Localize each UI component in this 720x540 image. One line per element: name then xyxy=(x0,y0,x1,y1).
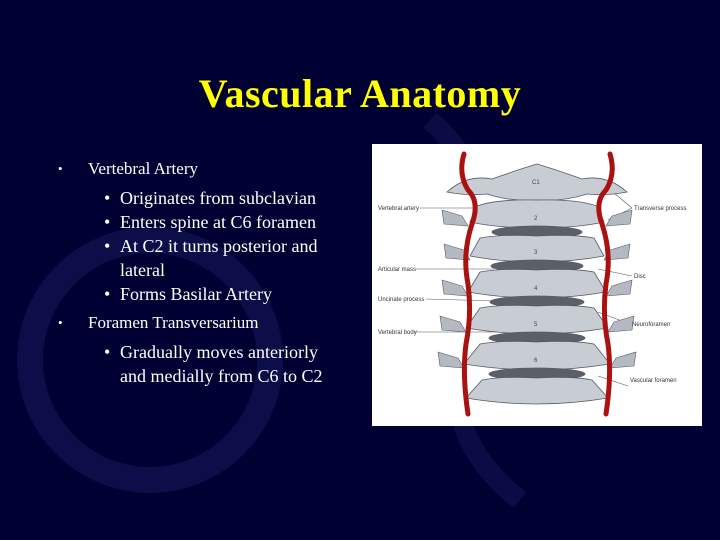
bullet-dot: • xyxy=(104,342,111,362)
bullet-foramen-transversarium: • Foramen Transversarium xyxy=(52,312,352,334)
sub-bullet: • Originates from subclavian xyxy=(52,186,352,210)
vertebra-c1 xyxy=(446,163,628,201)
bullet-text: Foramen Transversarium xyxy=(88,313,259,332)
vertebra-label: C1 xyxy=(532,180,540,186)
label-articular-mass: Articular mass xyxy=(378,267,416,273)
right-vertebral-artery xyxy=(596,151,615,417)
bullet-dot: • xyxy=(104,212,111,232)
bullet-dot: • xyxy=(104,284,111,304)
vertebra-label: 5 xyxy=(534,322,538,328)
spine-illustration: C1 2 3 4 5 6 Vertebral artery Articular … xyxy=(378,151,686,417)
vertebral-arteries xyxy=(459,151,615,417)
sub-bullet: • Enters spine at C6 foramen xyxy=(52,210,352,234)
slide-title: Vascular Anatomy xyxy=(198,71,522,116)
bullet-vertebral-artery: • Vertebral Artery xyxy=(52,158,352,180)
label-vertebral-artery: Vertebral artery xyxy=(378,206,419,212)
transverse-processes xyxy=(437,209,637,369)
cervical-spine-diagram: C1 2 3 4 5 6 Vertebral artery Articular … xyxy=(372,144,702,426)
label-disc: Disc xyxy=(634,274,646,280)
sub-bullet-text: At C2 it turns posterior and lateral xyxy=(120,236,318,280)
vertebra-label: 3 xyxy=(534,250,538,256)
sub-bullet-text: Enters spine at C6 foramen xyxy=(120,212,316,232)
sub-bullet: • Forms Basilar Artery xyxy=(52,282,352,306)
bullet-dot: • xyxy=(104,188,111,208)
label-uncinate-process: Uncinate process xyxy=(378,297,424,303)
bullet-dot: • xyxy=(104,236,111,256)
vertebra-label: 4 xyxy=(534,286,538,292)
sub-bullet: • At C2 it turns posterior and lateral xyxy=(52,234,352,282)
sub-bullet-text: Forms Basilar Artery xyxy=(120,284,272,304)
bullet-text: Vertebral Artery xyxy=(88,159,198,178)
sub-bullet-text: Originates from subclavian xyxy=(120,188,316,208)
sub-bullet-text: Gradually moves anteriorly and medially … xyxy=(120,342,327,386)
label-vascular-foramen: Vascular foramen xyxy=(630,378,677,384)
bullet-dot: • xyxy=(58,315,63,330)
vertebra-label: 6 xyxy=(534,358,538,364)
label-vertebral-body: Vertebral body xyxy=(378,330,417,336)
bullet-list: • Vertebral Artery • Originates from sub… xyxy=(52,158,352,388)
vertebrae-stack xyxy=(463,199,611,405)
sub-bullet: • Gradually moves anteriorly and mediall… xyxy=(52,340,352,388)
label-neuroforamen: Neuroforamen xyxy=(632,322,670,328)
bullet-dot: • xyxy=(58,161,63,176)
left-vertebral-artery xyxy=(459,151,478,417)
label-transverse-process: Transverse process xyxy=(634,206,686,212)
vertebra-label: 2 xyxy=(534,216,538,222)
